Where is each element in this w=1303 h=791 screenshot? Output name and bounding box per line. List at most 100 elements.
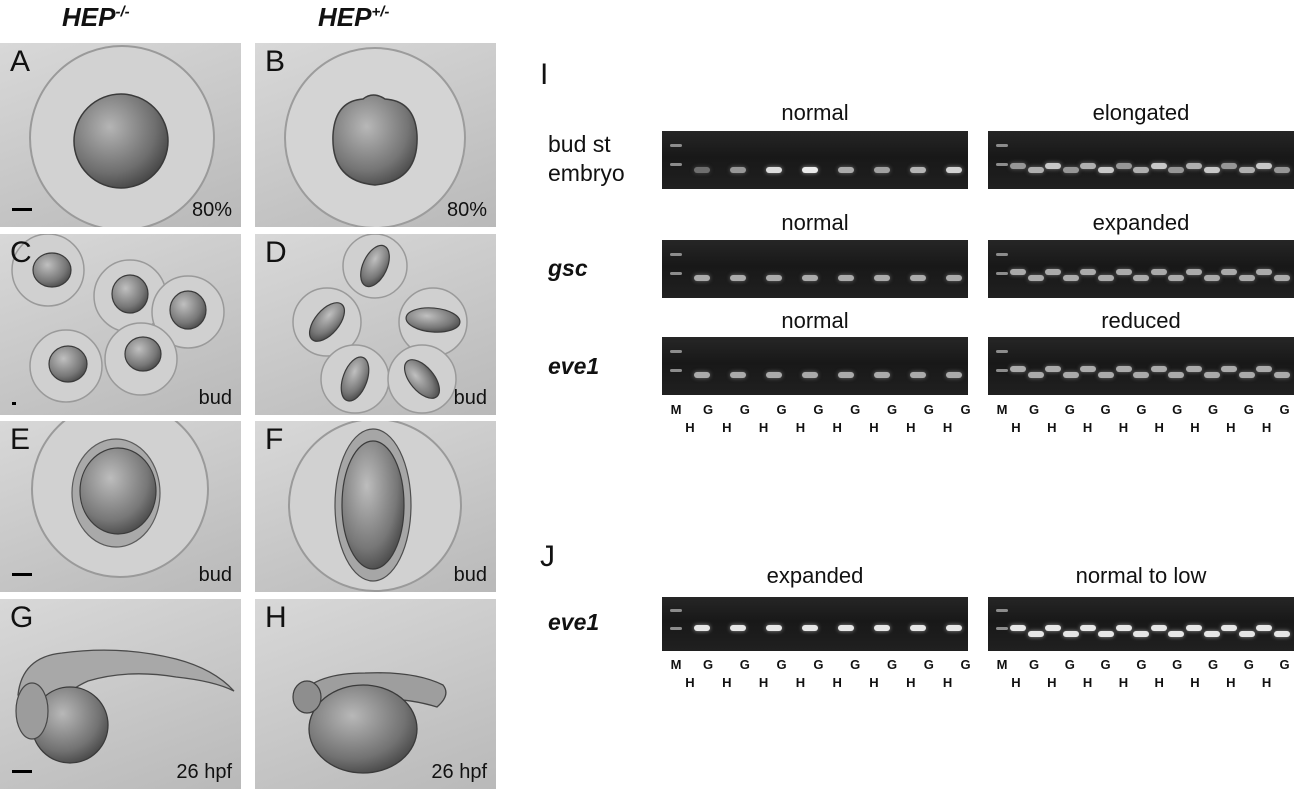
gel-band xyxy=(1256,625,1273,632)
stage-label: 80% xyxy=(191,199,232,221)
gel-band xyxy=(1062,631,1079,638)
stage-label: bud xyxy=(198,564,232,586)
marker-band xyxy=(670,162,682,166)
lane-label-g: G xyxy=(1100,402,1111,417)
gel-band xyxy=(1080,269,1097,275)
lane-label-g: G xyxy=(1064,657,1075,672)
gel-band xyxy=(1238,372,1255,378)
panel-letter: G xyxy=(10,601,34,634)
gel-band xyxy=(1115,269,1132,275)
lane-label-h: H xyxy=(1154,675,1164,690)
gel-band xyxy=(1098,166,1114,173)
lane-label-g: G xyxy=(850,402,861,417)
gel-band xyxy=(910,625,926,632)
lane-label-h: H xyxy=(758,675,769,690)
panel-letter: H xyxy=(265,601,287,634)
lane-label-h: H xyxy=(906,675,916,690)
marker-band xyxy=(670,608,682,612)
gel-band xyxy=(1186,162,1202,169)
gel-band xyxy=(1221,625,1238,632)
gel-band xyxy=(802,275,818,281)
gel-band xyxy=(1274,166,1290,173)
gel-title: expanded xyxy=(766,563,864,588)
gel-band xyxy=(1010,366,1026,372)
gel-band xyxy=(1115,162,1132,169)
lane-label-g: G xyxy=(1243,402,1254,417)
lane-label-h: H xyxy=(869,675,879,690)
gel-band xyxy=(838,166,854,173)
gel-band xyxy=(1027,166,1044,173)
gel-band xyxy=(1027,631,1044,638)
gel-band xyxy=(1203,372,1220,378)
marker-band xyxy=(670,143,682,147)
gel-band xyxy=(1098,275,1114,281)
gel-band xyxy=(1168,372,1185,378)
column-header-heterozygous: HEP+/- xyxy=(318,2,390,32)
lane-label-marker: M xyxy=(996,402,1008,417)
gel-band xyxy=(1010,625,1026,632)
row-label-eve1-j: eve1 xyxy=(548,609,600,635)
lane-label-g: G xyxy=(813,402,824,417)
lane-label-h: H xyxy=(869,420,879,435)
gel-band xyxy=(1150,625,1167,632)
lane-label-h: H xyxy=(1190,675,1200,690)
lane-label-g: G xyxy=(702,657,714,672)
gel-band xyxy=(1133,372,1150,378)
gel-i-eve1-right xyxy=(988,337,1294,395)
gel-band xyxy=(1274,372,1290,378)
gel-title: reduced xyxy=(1101,308,1181,333)
lane-label-g: G xyxy=(850,657,861,672)
lane-label-g: G xyxy=(1064,402,1075,417)
lane-label-h: H xyxy=(1082,420,1093,435)
gel-band xyxy=(838,625,854,632)
panel-c: C bud xyxy=(0,234,241,415)
lane-label-g: G xyxy=(1028,657,1040,672)
panel-h: H 26 hpf xyxy=(255,599,496,789)
lane-label-g: G xyxy=(1172,402,1183,417)
gel-band xyxy=(694,166,710,173)
lane-label-g: G xyxy=(1279,657,1290,672)
gel-i-bud-right xyxy=(988,131,1294,189)
marker-band xyxy=(996,143,1008,147)
lane-label-h: H xyxy=(1226,420,1236,435)
lane-label-g: G xyxy=(1207,402,1219,417)
panel-letter: B xyxy=(265,45,286,78)
gel-band xyxy=(1027,275,1044,281)
gel-band xyxy=(838,372,854,378)
gel-band xyxy=(1115,366,1132,372)
gel-band xyxy=(1080,625,1097,632)
lane-label-g: G xyxy=(1279,402,1290,417)
gel-band xyxy=(1256,162,1273,169)
lane-label-g: G xyxy=(886,657,898,672)
lane-label-h: H xyxy=(795,420,806,435)
lane-label-h: H xyxy=(1118,675,1129,690)
gel-band xyxy=(874,625,890,632)
section-i-letter: I xyxy=(540,58,549,91)
gel-band xyxy=(1238,631,1255,638)
lane-label-h: H xyxy=(1047,420,1057,435)
gel-i-bud-left xyxy=(662,131,968,189)
stage-label: 26 hpf xyxy=(431,761,487,783)
marker-band xyxy=(996,162,1008,166)
lane-label-h: H xyxy=(906,420,916,435)
scale-bar xyxy=(12,208,32,211)
marker-band xyxy=(996,626,1008,630)
embryo-image xyxy=(31,421,209,578)
gel-band xyxy=(1203,631,1220,638)
gel-band xyxy=(730,625,746,632)
gel-title: normal xyxy=(781,100,849,125)
embryo-image xyxy=(15,649,235,764)
lane-label-g: G xyxy=(1136,402,1147,417)
gel-band xyxy=(874,275,890,281)
lane-label-h: H xyxy=(1047,675,1057,690)
gel-band xyxy=(1062,372,1079,378)
panel-letter: D xyxy=(265,236,287,269)
lane-label-h: H xyxy=(1226,675,1236,690)
gel-band xyxy=(1274,631,1290,638)
panel-letter: F xyxy=(265,423,284,456)
gel-i-eve1-left xyxy=(662,337,968,395)
gel-title: normal to low xyxy=(1075,563,1207,588)
gel-band xyxy=(730,372,746,378)
gel-band xyxy=(1203,275,1220,281)
lane-label-h: H xyxy=(1261,420,1272,435)
